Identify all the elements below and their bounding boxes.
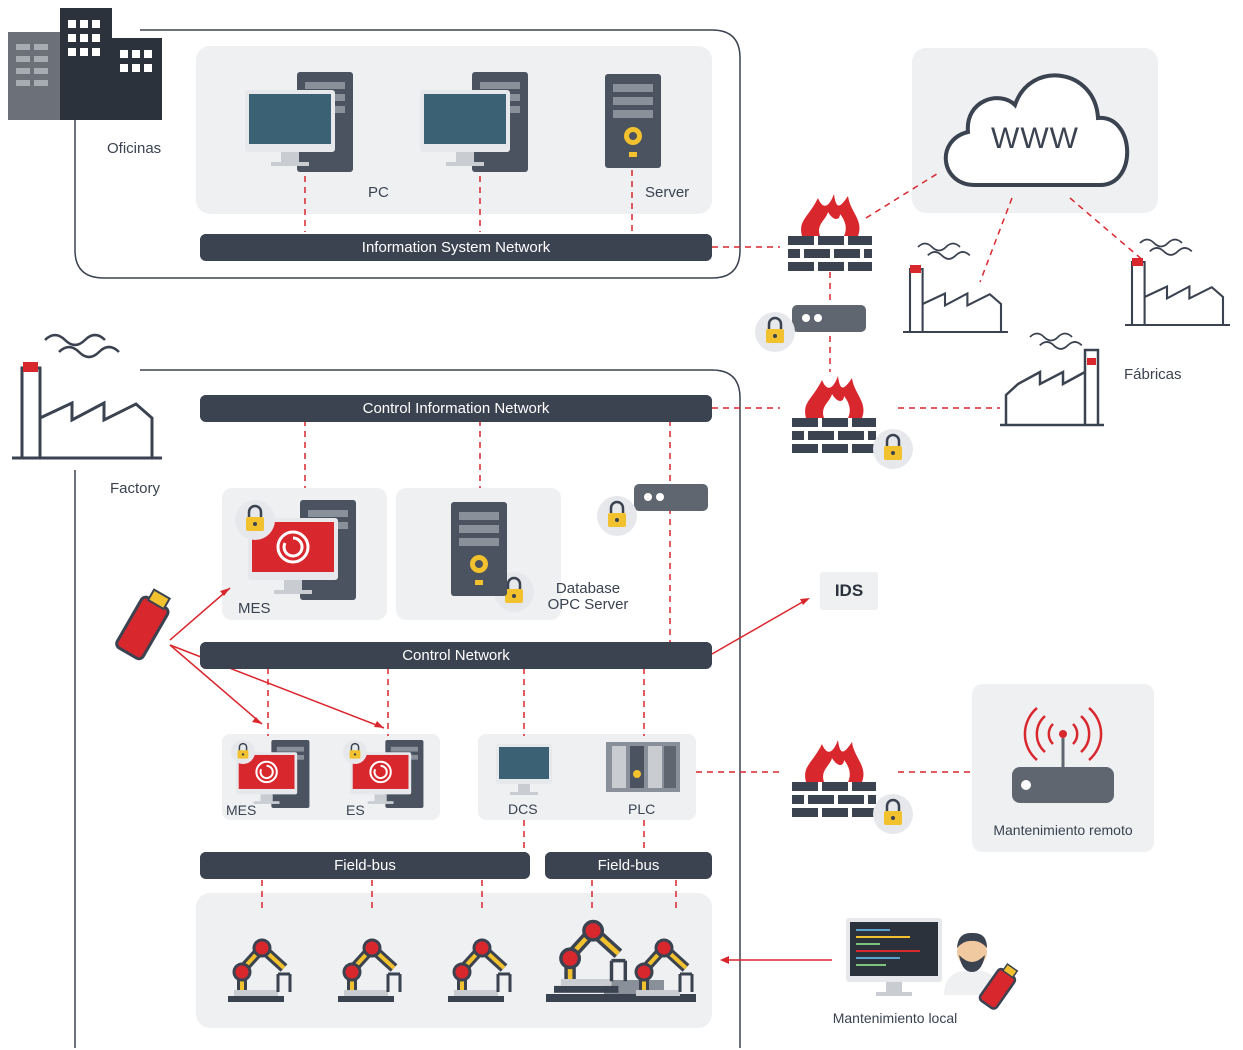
lock-icon-vpn-top xyxy=(753,310,797,354)
link-cloud-factory2 xyxy=(1069,197,1146,263)
dcs-monitor-icon xyxy=(496,744,552,795)
es-label: ES xyxy=(346,802,365,818)
link-firewall-cloud xyxy=(865,171,941,219)
lock-icon-vpn-control xyxy=(595,494,639,538)
factory-icon-main xyxy=(10,366,164,460)
arrow-usb-mes xyxy=(169,587,231,641)
factory-icon-1 xyxy=(901,267,1010,334)
plc-label: PLC xyxy=(628,801,656,817)
database-label: Database xyxy=(555,580,621,597)
link-cloud-factory1 xyxy=(979,197,1013,283)
server-label: Server xyxy=(645,184,690,201)
robot-assembly-icon xyxy=(546,922,696,1003)
plc-icon xyxy=(606,742,680,792)
local-maintenance-label: Mantenimiento local xyxy=(832,1010,958,1026)
vpn-device-icon-top xyxy=(792,305,866,332)
remote-maintenance-label: Mantenimiento remoto xyxy=(993,822,1133,838)
ids-label: IDS xyxy=(820,572,878,610)
arrow-cn-ids xyxy=(711,599,807,655)
office-building-icon xyxy=(8,8,162,120)
server-icon xyxy=(605,74,661,168)
factory-icon-3 xyxy=(1000,348,1104,427)
fieldbus-right-label: Field-bus xyxy=(545,852,712,878)
firewall-icon-bottom xyxy=(792,740,876,817)
lock-icon-mes-small xyxy=(230,739,256,765)
database-server-icon xyxy=(451,502,507,596)
vpn-device-icon-control xyxy=(634,484,708,511)
arrow-usb-mes2 xyxy=(169,644,263,725)
laptop-icon xyxy=(846,918,942,996)
lock-icon-mes xyxy=(233,498,277,542)
firewall-icon-top xyxy=(788,194,872,271)
firewall-icon-middle xyxy=(792,376,876,453)
cloud-icon xyxy=(943,73,1130,187)
factory-zone-frame xyxy=(74,369,741,1048)
dcs-label: DCS xyxy=(508,801,538,817)
mes-label-bottom: MES xyxy=(226,802,257,818)
smoke-icon-3 xyxy=(1029,332,1083,350)
information-system-network-label: Information System Network xyxy=(200,234,712,260)
factory-icon-2 xyxy=(1123,260,1232,327)
www-label: WWW xyxy=(991,122,1079,155)
offices-zone-frame xyxy=(74,29,741,279)
lock-icon-firewall-bottom xyxy=(871,792,915,836)
router-icon xyxy=(1012,707,1114,803)
usb-drive-icon xyxy=(115,588,172,661)
pc-label: PC xyxy=(368,184,389,201)
usb-drive-icon-technician xyxy=(978,963,1019,1010)
factory-label: Factory xyxy=(110,480,161,497)
smoke-icon-1 xyxy=(917,242,971,260)
lock-icon-firewall-middle xyxy=(871,427,915,471)
smoke-icon-2 xyxy=(1139,238,1193,256)
mes-label-top: MES xyxy=(238,600,271,617)
control-information-network-label: Control Information Network xyxy=(200,395,712,421)
control-network-label: Control Network xyxy=(200,642,712,668)
opc-server-label: OPC Server xyxy=(547,596,629,613)
factories-label: Fábricas xyxy=(1124,366,1182,383)
lock-icon-es xyxy=(342,739,368,765)
fieldbus-left-label: Field-bus xyxy=(200,852,530,878)
smoke-icon-main xyxy=(43,333,121,359)
offices-label: Oficinas xyxy=(107,140,162,157)
